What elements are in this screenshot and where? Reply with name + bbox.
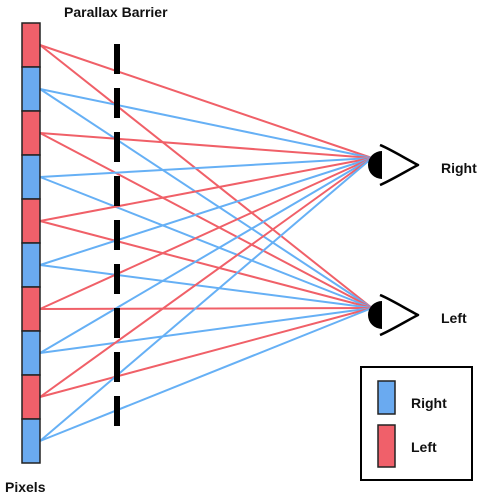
pixel-column [21,22,41,464]
legend-swatch-left [377,424,396,468]
ray-right [39,176,373,309]
legend-swatch-right [377,380,396,415]
pixel-right [21,418,41,464]
pixel-left [21,110,41,156]
ray-left [39,307,373,310]
legend-label-left: Left [411,439,437,455]
pixel-left [21,286,41,332]
ray-left [39,132,373,159]
ray-left [39,44,373,309]
ray-left [39,44,373,159]
ray-right [39,157,373,178]
ray-right [39,264,373,309]
pixel-right [21,66,41,112]
right-eye-label: Right [441,160,477,176]
diagram-title: Parallax Barrier [64,4,168,20]
ray-left [39,157,373,222]
legend: Right Left [360,366,473,481]
legend-label-right: Right [411,395,447,411]
ray-left [39,132,373,309]
pixel-left [21,198,41,244]
ray-right [39,88,373,309]
ray-right [39,307,373,354]
right-eye-icon [368,143,420,187]
pixel-right [21,242,41,288]
ray-right [39,157,373,442]
left-eye-label: Left [441,310,467,326]
pixel-right [21,154,41,200]
ray-left [39,307,373,398]
pixel-left [21,374,41,420]
pixels-label: Pixels [5,479,46,495]
light-rays [39,44,373,442]
ray-left [39,220,373,309]
ray-left [39,157,373,398]
ray-right [39,307,373,442]
pixel-right [21,330,41,376]
left-eye-icon [368,293,420,337]
ray-right [39,157,373,266]
pixel-left [21,22,41,68]
ray-right [39,88,373,159]
ray-right [39,157,373,354]
ray-left [39,157,373,310]
